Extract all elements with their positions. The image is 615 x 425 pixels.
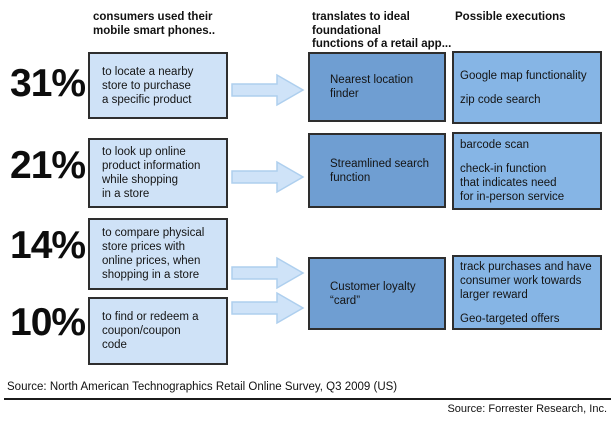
percent-label-21: 21% [10, 144, 86, 187]
function-text: Streamlined search function [330, 157, 430, 184]
behavior-text: to look up online product information wh… [102, 146, 201, 200]
header-executions-column: Possible executions [455, 11, 566, 23]
behavior-box-locate-store: to locate a nearby store to purchase a s… [88, 52, 228, 119]
execution-item: Google map functionality [460, 69, 587, 82]
execution-item: track purchases and have consumer work t… [460, 260, 592, 301]
behavior-box-product-info: to look up online product information wh… [88, 138, 228, 208]
arrow-right-icon [231, 291, 305, 325]
execution-item: zip code search [460, 93, 541, 106]
footer-divider [4, 398, 611, 400]
execution-box-barcode: barcode scan check-in function that indi… [452, 132, 602, 210]
function-box-loyalty-card: Customer loyalty “card” [308, 257, 446, 330]
function-box-location-finder: Nearest location finder [308, 52, 446, 122]
header-functions-column: translates to ideal foundational functio… [312, 11, 452, 50]
execution-item: Geo-targeted offers [460, 312, 560, 325]
behavior-text: to find or redeem a coupon/coupon code [102, 311, 199, 351]
execution-box-maps: Google map functionality zip code search [452, 51, 602, 124]
header-behaviors-column: consumers used their mobile smart phones… [93, 11, 216, 37]
percent-label-10: 10% [10, 301, 86, 344]
function-text: Nearest location finder [330, 74, 414, 100]
arrow-right-icon [231, 256, 305, 290]
footer-source-forrester: Source: Forrester Research, Inc. [447, 403, 607, 415]
execution-item: check-in function that indicates need fo… [460, 163, 565, 203]
percent-label-14: 14% [10, 224, 86, 267]
behavior-box-compare-prices: to compare physical store prices with on… [88, 218, 228, 290]
execution-item: barcode scan [460, 139, 530, 151]
function-text: Customer loyalty “card” [330, 280, 416, 307]
footer-source-survey: Source: North American Technographics Re… [7, 381, 398, 393]
behavior-text: to compare physical store prices with on… [102, 227, 205, 281]
arrow-right-icon [231, 160, 305, 194]
execution-box-loyalty: track purchases and have consumer work t… [452, 255, 602, 330]
function-box-search: Streamlined search function [308, 133, 446, 208]
behavior-box-coupon: to find or redeem a coupon/coupon code [88, 297, 228, 365]
percent-label-31: 31% [10, 62, 86, 105]
behavior-text: to locate a nearby store to purchase a s… [102, 65, 194, 106]
arrow-right-icon [231, 73, 305, 107]
